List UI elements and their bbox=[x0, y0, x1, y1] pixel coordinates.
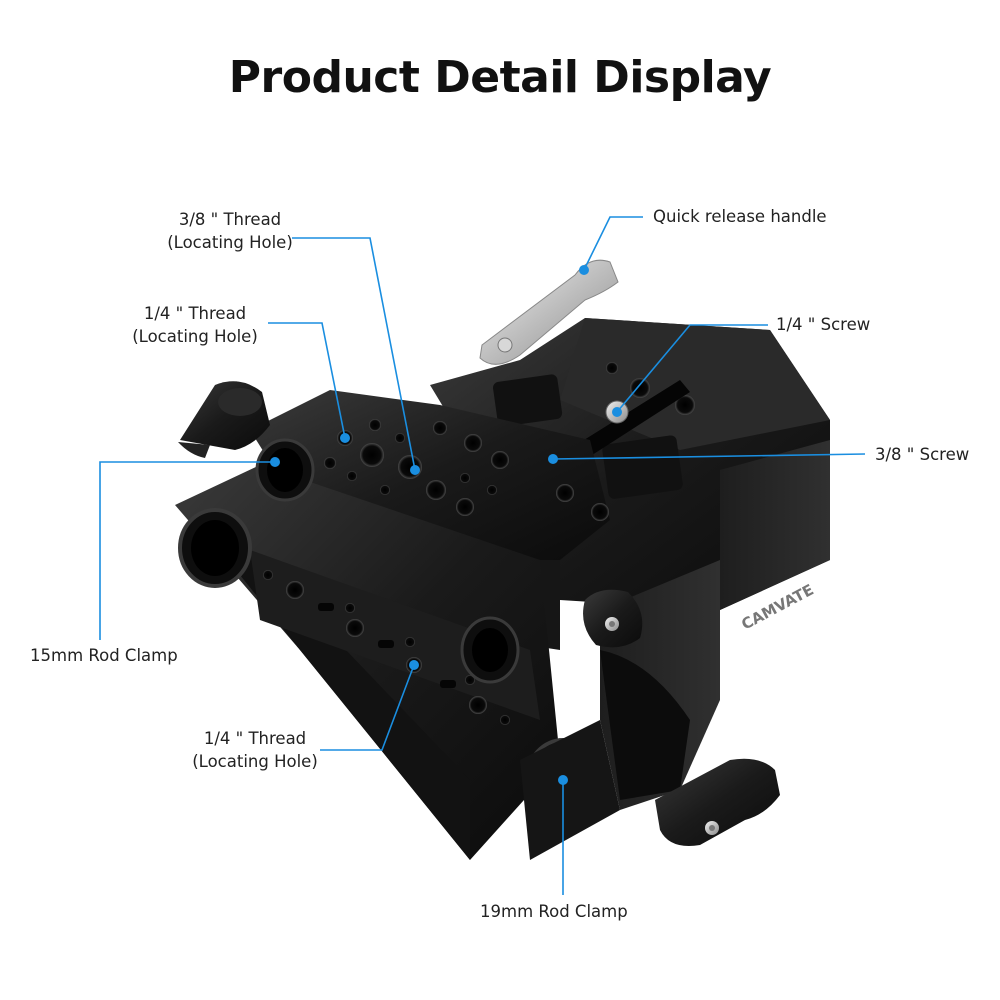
front-holes bbox=[263, 570, 510, 725]
knob-top-left bbox=[178, 381, 270, 458]
callout-line-quick-release bbox=[583, 216, 643, 271]
callout-label-line1: 1/4 " Thread bbox=[143, 304, 247, 323]
callout-label-rod-15: 15mm Rod Clamp bbox=[30, 646, 178, 665]
callout-label-thread-14-bottom: 1/4 " Thread (Locating Hole) bbox=[185, 727, 325, 773]
callout-line-screw-38 bbox=[552, 453, 866, 460]
callout-label-thread-14-top: 1/4 " Thread (Locating Hole) bbox=[125, 302, 265, 348]
callout-label-line1: 1/4 " Thread bbox=[203, 729, 307, 748]
callout-lines bbox=[99, 216, 866, 895]
quick-release-handle bbox=[479, 259, 619, 365]
callout-label-thread-38-top: 3/8 " Thread (Locating Hole) bbox=[160, 208, 300, 254]
callout-label-quick-release: Quick release handle bbox=[653, 207, 827, 226]
callout-dots bbox=[270, 265, 622, 785]
callout-label-line2: (Locating Hole) bbox=[132, 327, 258, 346]
callout-label-screw-14: 1/4 " Screw bbox=[776, 315, 871, 334]
page-title: Product Detail Display bbox=[228, 52, 772, 103]
callout-label-screw-38: 3/8 " Screw bbox=[875, 445, 970, 464]
callout-line-rod-15 bbox=[99, 461, 275, 640]
callout-line-thread-38-top bbox=[292, 237, 416, 471]
callout-label-line2: (Locating Hole) bbox=[167, 233, 293, 252]
side-bracket: CAMVATE bbox=[520, 560, 817, 860]
callout-label-line2: (Locating Hole) bbox=[192, 752, 318, 771]
callout-line-thread-14-bottom bbox=[320, 664, 415, 751]
callout-line-screw-14 bbox=[616, 324, 768, 413]
hole-grid bbox=[324, 419, 609, 557]
callout-line-thread-14-top bbox=[268, 322, 346, 439]
knob-middle-right bbox=[583, 589, 643, 648]
rod-clamp-body bbox=[175, 438, 601, 860]
callout-label-rod-19: 19mm Rod Clamp bbox=[480, 902, 628, 921]
callout-label-line1: 3/8 " Thread bbox=[178, 210, 282, 229]
knob-bottom-right bbox=[655, 758, 780, 846]
